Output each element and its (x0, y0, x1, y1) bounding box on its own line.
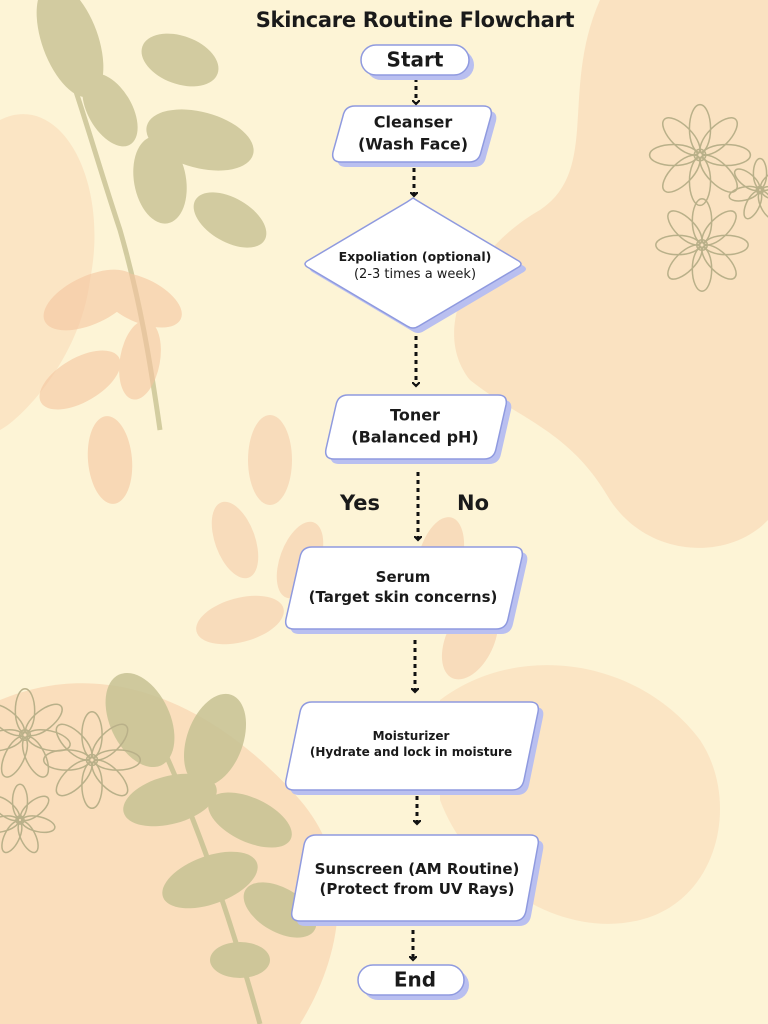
end-label: End (393, 967, 437, 992)
exfoliation-label: Expoliation (optional) (2-3 times a week… (338, 248, 492, 282)
flower-bottom-left-1 (0, 688, 71, 778)
flower-top-right-2 (655, 198, 749, 292)
leaf-branch-peach-left (39, 269, 182, 504)
flower-bottom-left-2 (42, 710, 142, 810)
cleanser-node (331, 105, 497, 167)
peach-blob-left (0, 114, 95, 430)
start-label: Start (386, 47, 444, 72)
sunscreen-label: Sunscreen (AM Routine) (Protect from UV … (314, 859, 520, 898)
serum-label: Serum (Target skin concerns) (308, 567, 498, 606)
exfoliation-node (304, 197, 526, 333)
moisturizer-node-body (284, 701, 540, 791)
serum-node-body (284, 546, 524, 630)
flower-bottom-left-3 (0, 783, 56, 854)
cleanser-label: Cleanser (Wash Face) (357, 112, 469, 153)
exfoliation-node-body (304, 197, 522, 329)
moisturizer-node (284, 701, 544, 795)
connector-arrows (413, 78, 418, 960)
end-node (357, 964, 469, 1000)
leaf-branch-top-left (36, 0, 267, 431)
no-branch-label: No (456, 491, 490, 515)
flower-outlines (0, 103, 768, 854)
toner-node (324, 394, 512, 464)
flower-top-right-1 (648, 103, 752, 207)
cleanser-node-body (331, 105, 493, 163)
flowchart-shapes (284, 44, 544, 1000)
moisturizer-label: Moisturizer (Hydrate and lock in moistur… (309, 728, 513, 759)
leaf-branch-bottom-left (105, 672, 317, 1024)
sunscreen-node (290, 834, 544, 926)
start-node (360, 44, 474, 80)
diagram-title: Skincare Routine Flowchart (255, 8, 575, 32)
yes-branch-label: Yes (339, 491, 381, 515)
flower-top-right-3 (728, 157, 768, 220)
toner-node-body (324, 394, 508, 460)
serum-node (284, 546, 528, 634)
toner-label: Toner (Balanced pH) (351, 405, 479, 446)
end-node-body (357, 964, 465, 996)
sunscreen-node-body (290, 834, 540, 922)
start-node-body (360, 44, 470, 76)
